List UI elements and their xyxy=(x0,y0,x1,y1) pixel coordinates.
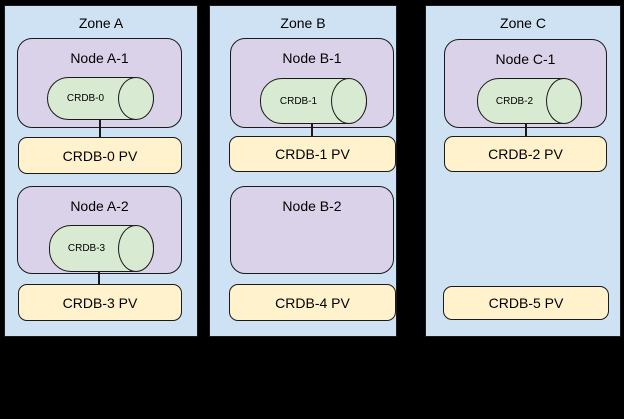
crdb-1-label: CRDB-1 xyxy=(279,95,318,107)
cylinder-cap-icon xyxy=(546,78,582,124)
node-b1-label: Node B-1 xyxy=(282,50,342,66)
connector-line xyxy=(525,123,527,137)
node-a2: Node A-2 CRDB-3 xyxy=(17,186,182,274)
zone-c: Zone C Node C-1 CRDB-2 CRDB-2 PV CRDB-5 … xyxy=(425,5,621,337)
node-b2-label: Node B-2 xyxy=(282,198,342,214)
crdb-3-pv: CRDB-3 PV xyxy=(18,284,182,321)
connector-line xyxy=(311,123,313,137)
node-c1: Node C-1 CRDB-2 xyxy=(444,39,607,128)
zone-a-label: Zone A xyxy=(78,15,124,31)
crdb-2-label: CRDB-2 xyxy=(495,95,534,107)
cylinder-cap-icon xyxy=(118,225,154,272)
crdb-0-pv: CRDB-0 PV xyxy=(18,137,182,174)
zone-b: Zone B Node B-1 CRDB-1 CRDB-1 PV Node B-… xyxy=(209,5,397,337)
node-b1: Node B-1 CRDB-1 xyxy=(230,38,394,128)
cylinder-cap-icon xyxy=(118,77,154,120)
crdb-0-cylinder-icon: CRDB-0 xyxy=(47,77,154,120)
crdb-1-pv: CRDB-1 PV xyxy=(229,136,396,172)
crdb-0-label: CRDB-0 xyxy=(66,93,105,104)
crdb-2-pv: CRDB-2 PV xyxy=(444,136,607,172)
node-a1: Node A-1 CRDB-0 xyxy=(17,38,182,128)
connector-line xyxy=(99,119,101,138)
crdb-5-pv: CRDB-5 PV xyxy=(443,286,609,320)
connector-line xyxy=(98,271,100,285)
node-a1-label: Node A-1 xyxy=(70,50,129,66)
crdb-4-pv: CRDB-4 PV xyxy=(229,284,396,321)
zone-c-label: Zone C xyxy=(500,15,546,31)
node-c1-label: Node C-1 xyxy=(495,51,556,67)
crdb-3-cylinder-icon: CRDB-3 xyxy=(49,225,154,272)
node-b2: Node B-2 xyxy=(230,186,394,274)
node-a2-label: Node A-2 xyxy=(70,198,129,214)
crdb-3-label: CRDB-3 xyxy=(67,243,106,254)
crdb-1-cylinder-icon: CRDB-1 xyxy=(260,78,367,124)
cylinder-cap-icon xyxy=(331,78,367,124)
zone-b-label: Zone B xyxy=(280,15,326,31)
zone-a: Zone A Node A-1 CRDB-0 CRDB-0 PV Node A-… xyxy=(4,5,198,337)
crdb-2-cylinder-icon: CRDB-2 xyxy=(477,78,582,124)
